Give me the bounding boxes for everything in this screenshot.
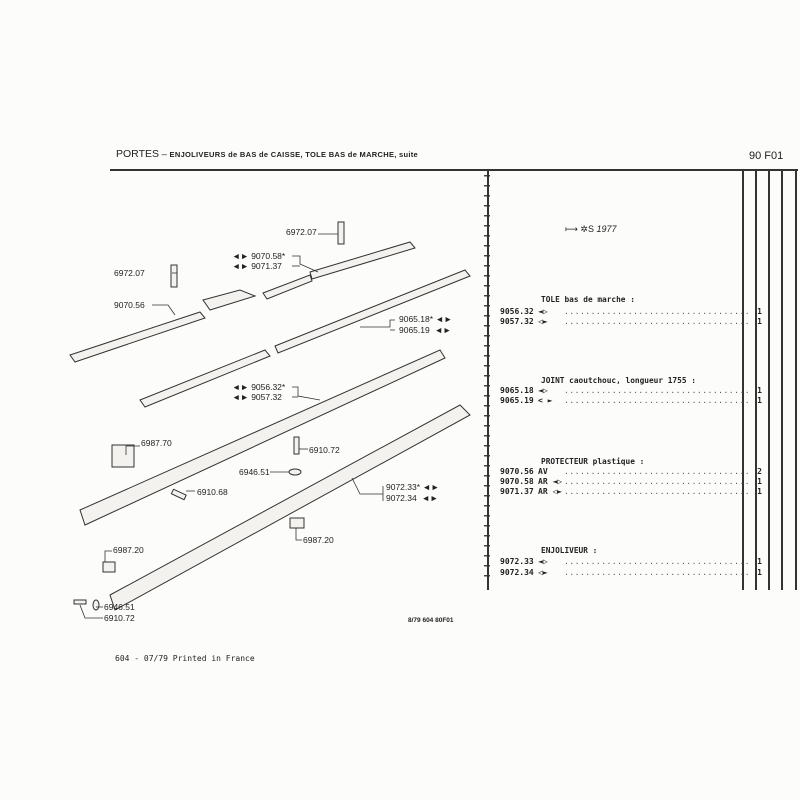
callout-9070-58: ◄► 9070.58* bbox=[232, 251, 286, 261]
column-divider bbox=[768, 170, 770, 590]
callout-6972-07: 6972.07 bbox=[286, 227, 317, 237]
callout-6910-72: 6910.72 bbox=[309, 445, 340, 455]
screw-end bbox=[73, 599, 87, 605]
clip-6972-top bbox=[337, 221, 345, 245]
screw-6910-68 bbox=[170, 488, 187, 501]
validity-notice: ⟼ ✲S 1977 bbox=[565, 224, 617, 234]
part-row: 9072.33◄▷...............................… bbox=[500, 557, 762, 566]
callout-6946-51: 6946.51 bbox=[239, 467, 270, 477]
header-rule bbox=[110, 169, 798, 171]
tole-rail bbox=[79, 349, 446, 526]
section-heading: PROTECTEUR plastique : bbox=[541, 457, 645, 466]
callout-6987-70: 6987.70 bbox=[141, 438, 172, 448]
column-divider bbox=[487, 170, 489, 590]
washer bbox=[288, 468, 302, 476]
callout-9072-34: 9072.34 ◄► bbox=[386, 493, 439, 503]
clip-6987-70 bbox=[111, 444, 135, 468]
print-footer: 604 - 07/79 Printed in France bbox=[115, 654, 255, 663]
callout-9071-37: ◄► 9071.37 bbox=[232, 261, 282, 271]
callout-9065-19: 9065.19 ◄► bbox=[399, 325, 452, 335]
column-divider bbox=[742, 170, 744, 590]
callout-6987-20: 6987.20 bbox=[113, 545, 144, 555]
callout-6946-51: 6946.51 bbox=[104, 602, 135, 612]
column-divider bbox=[795, 170, 797, 590]
clip-6987-20 bbox=[289, 517, 305, 529]
callout-9070-56: 9070.56 bbox=[114, 300, 145, 310]
part-row: 9065.18◄▷...............................… bbox=[500, 386, 762, 395]
callout-6987-20: 6987.20 bbox=[303, 535, 334, 545]
section-heading: TOLE bas de marche : bbox=[541, 295, 635, 304]
diagram-reference: 8/79 604 80F01 bbox=[408, 617, 454, 624]
joint-rail bbox=[274, 269, 471, 354]
page-title: PORTES – ENJOLIVEURS de BAS de CAISSE, T… bbox=[116, 148, 419, 160]
clip-6972-left bbox=[170, 264, 178, 288]
protector-mid bbox=[202, 289, 257, 311]
callout-9072-33: 9072.33* ◄► bbox=[386, 482, 440, 492]
joint-rail-2 bbox=[139, 349, 271, 408]
section-heading: ENJOLIVEUR : bbox=[541, 546, 598, 555]
protector-front bbox=[69, 311, 206, 363]
part-row: 9072.34◁►...............................… bbox=[500, 568, 762, 577]
callout-9056-32: ◄► 9056.32* bbox=[232, 382, 286, 392]
column-divider bbox=[755, 170, 757, 590]
section-heading: JOINT caoutchouc, longueur 1755 : bbox=[541, 376, 696, 385]
callout-6972-07: 6972.07 bbox=[114, 268, 145, 278]
callout-9065-18: 9065.18* ◄► bbox=[399, 314, 453, 324]
part-row: 9057.32◁►...............................… bbox=[500, 317, 762, 326]
part-row: 9056.32◄▷...............................… bbox=[500, 307, 762, 316]
column-divider bbox=[781, 170, 783, 590]
part-row: 9065.19< ►..............................… bbox=[500, 396, 762, 405]
washer-end bbox=[92, 599, 100, 611]
clip-6987-20b bbox=[102, 561, 116, 573]
enjoliveur-rail bbox=[109, 404, 471, 611]
callout-6910-68: 6910.68 bbox=[197, 487, 228, 497]
callout-9057-32: ◄► 9057.32 bbox=[232, 392, 282, 402]
protector-rear-a bbox=[262, 274, 313, 300]
protector-rear-b bbox=[309, 241, 416, 280]
screw-6910-72 bbox=[293, 436, 300, 455]
callout-6910-72: 6910.72 bbox=[104, 613, 135, 623]
page-reference: 90 F01 bbox=[749, 150, 784, 162]
